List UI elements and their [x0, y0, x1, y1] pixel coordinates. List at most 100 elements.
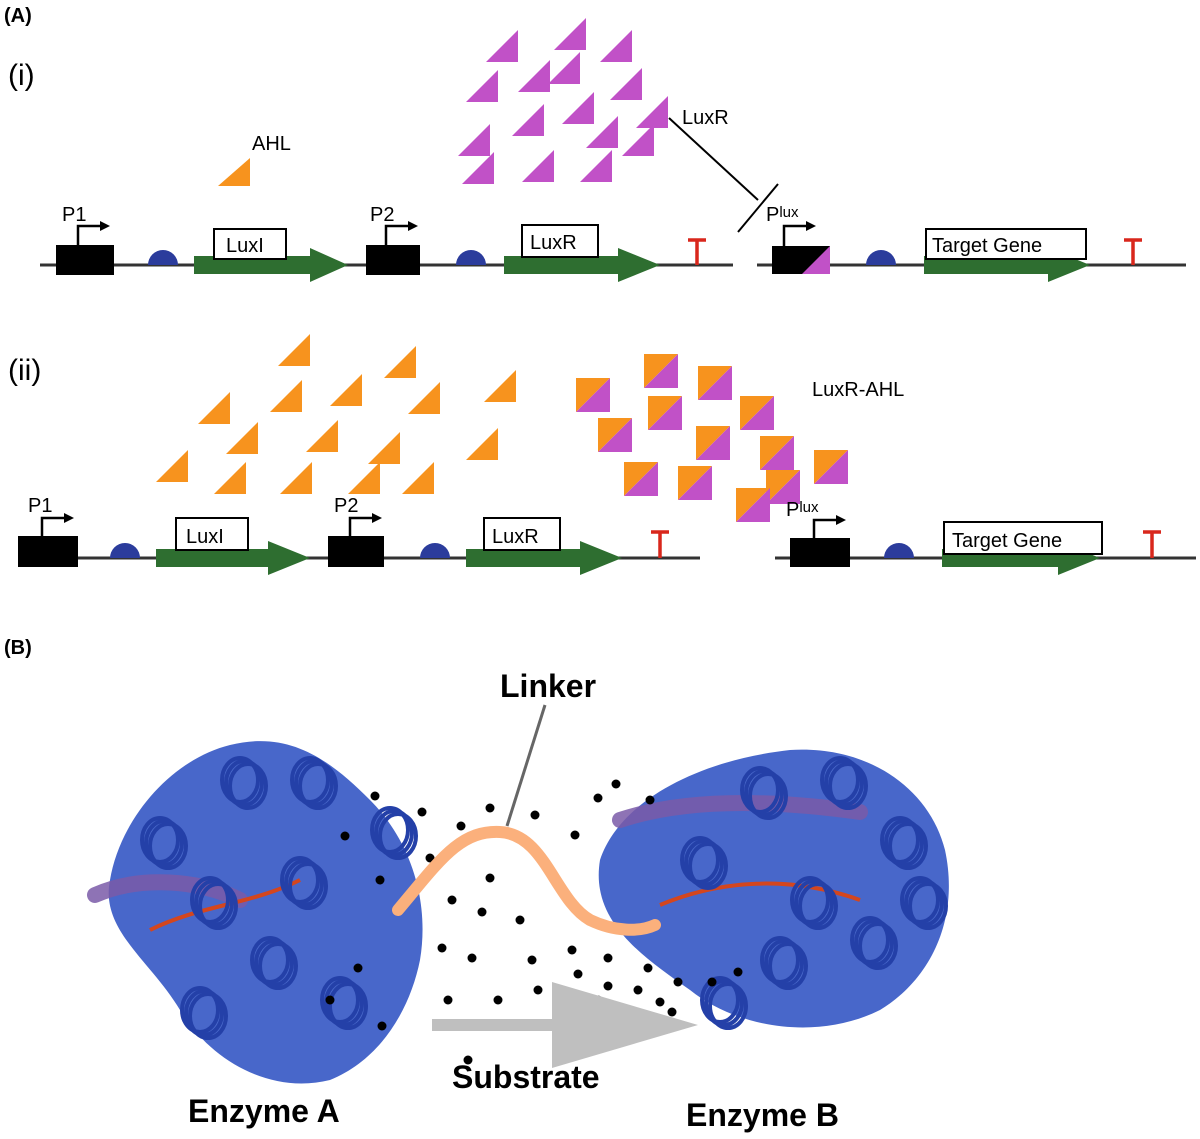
substrate-molecule	[527, 955, 537, 965]
substrate-molecule	[655, 997, 665, 1007]
substrate-molecule	[673, 977, 683, 987]
luxr-molecule	[636, 96, 668, 128]
luxr-ahl-complex	[814, 450, 848, 484]
promoter-p2-box	[328, 536, 384, 567]
ahl-molecule	[218, 158, 250, 186]
luxr-ahl-complex	[648, 396, 682, 430]
substrate-molecule	[593, 793, 603, 803]
helix-coil	[760, 936, 800, 984]
substrate-molecule	[573, 969, 583, 979]
repression-bar	[737, 183, 779, 233]
luxr-ahl-complex	[698, 366, 732, 400]
helix-coil	[144, 819, 184, 867]
substrate-molecule	[530, 810, 540, 820]
substrate-molecule	[603, 953, 613, 963]
helix-coil	[768, 942, 808, 990]
ahl-molecule	[226, 422, 258, 454]
substrate-molecule	[633, 985, 643, 995]
substrate-label: Substrate	[452, 1059, 600, 1095]
helix-coil	[884, 819, 924, 867]
helix-coil	[790, 876, 830, 924]
subpanel-ii-label: (ii)	[8, 354, 41, 387]
helix-coil	[854, 919, 894, 967]
luxr-ahl-label: LuxR-AHL	[812, 379, 904, 401]
promoter-p2-label: P2	[334, 495, 358, 517]
gene-luxr-label: LuxR	[492, 526, 539, 548]
terminator-icon	[1143, 530, 1161, 558]
promoter-arrowhead-icon	[408, 221, 418, 231]
ahl-molecule-cluster	[156, 334, 516, 494]
helix-coil	[740, 766, 780, 814]
enzyme-b-structure	[598, 749, 949, 1028]
promoter-p2-box	[366, 245, 420, 275]
helix-coil	[258, 942, 298, 990]
helix-coil	[224, 759, 264, 807]
promoter-p1-label: P1	[28, 495, 52, 517]
helix-coil	[828, 762, 868, 810]
promoter-p1-label: P1	[62, 204, 86, 226]
promoter-plux-arrow-icon	[812, 518, 836, 538]
rbs-icon	[456, 250, 486, 265]
promoter-p2-arrow-icon	[348, 516, 372, 536]
luxr-molecule	[512, 104, 544, 136]
rbs-icon	[110, 543, 140, 558]
gene-target-label: Target Gene	[932, 235, 1042, 257]
substrate-molecule	[377, 1021, 387, 1031]
substrate-molecule	[515, 915, 525, 925]
luxr-label: LuxR	[682, 107, 729, 129]
ahl-label: AHL	[252, 133, 291, 155]
promoter-arrowhead-icon	[806, 221, 816, 231]
promoter-arrowhead-icon	[372, 513, 382, 523]
promoter-plux-label: Plux	[786, 499, 819, 521]
helix-coil	[794, 879, 834, 927]
substrate-molecule	[325, 995, 335, 1005]
helix-coil	[858, 922, 898, 970]
gene-luxi-label: LuxI	[186, 526, 224, 548]
substrate-molecule	[667, 1007, 677, 1017]
gene-luxr-label: LuxR	[530, 232, 577, 254]
repression-line	[668, 117, 759, 201]
substrate-molecule	[456, 821, 466, 831]
promoter-plux-arrow-icon	[782, 224, 806, 246]
gene-luxi-labelbox	[213, 228, 287, 260]
ahl-molecule	[368, 432, 400, 464]
helix-coil	[148, 822, 188, 870]
luxr-ahl-complex	[736, 488, 770, 522]
gene-target-label: Target Gene	[952, 530, 1062, 552]
ahl-molecule	[408, 382, 440, 414]
promoter-plux-label: Plux	[766, 204, 799, 226]
linker-label: Linker	[500, 668, 596, 704]
luxr-molecule	[586, 116, 618, 148]
helix-coil	[298, 762, 338, 810]
helix-coil	[764, 939, 804, 987]
helix-coil	[888, 822, 928, 870]
luxr-ahl-complex	[678, 466, 712, 500]
ahl-molecule	[330, 374, 362, 406]
luxr-ahl-complex-cluster	[576, 354, 848, 522]
substrate-molecule	[417, 807, 427, 817]
luxr-molecule	[610, 68, 642, 100]
helix-coil	[700, 976, 740, 1024]
substrate-molecule	[370, 791, 380, 801]
helix-coil	[374, 809, 414, 857]
helix-coil	[188, 992, 228, 1040]
promoter-arrowhead-icon	[64, 513, 74, 523]
substrate-molecule	[485, 803, 495, 813]
promoter-p1-arrow-icon	[40, 516, 64, 536]
luxr-molecule	[554, 18, 586, 50]
luxr-molecule	[580, 150, 612, 182]
helix-coil	[824, 759, 864, 807]
luxr-molecule	[622, 124, 654, 156]
gene-luxr-labelbox	[521, 224, 599, 258]
luxr-molecule	[518, 60, 550, 92]
helix-coil	[290, 756, 330, 804]
promoter-arrowhead-icon	[100, 221, 110, 231]
enzyme-b-body	[598, 749, 949, 1028]
helix-coil	[284, 859, 324, 907]
substrate-molecule	[707, 977, 717, 987]
enzyme-b-coils	[680, 756, 948, 1030]
promoter-plux-box	[790, 538, 850, 567]
substrate-molecule	[567, 945, 577, 955]
luxr-ahl-complex	[598, 418, 632, 452]
